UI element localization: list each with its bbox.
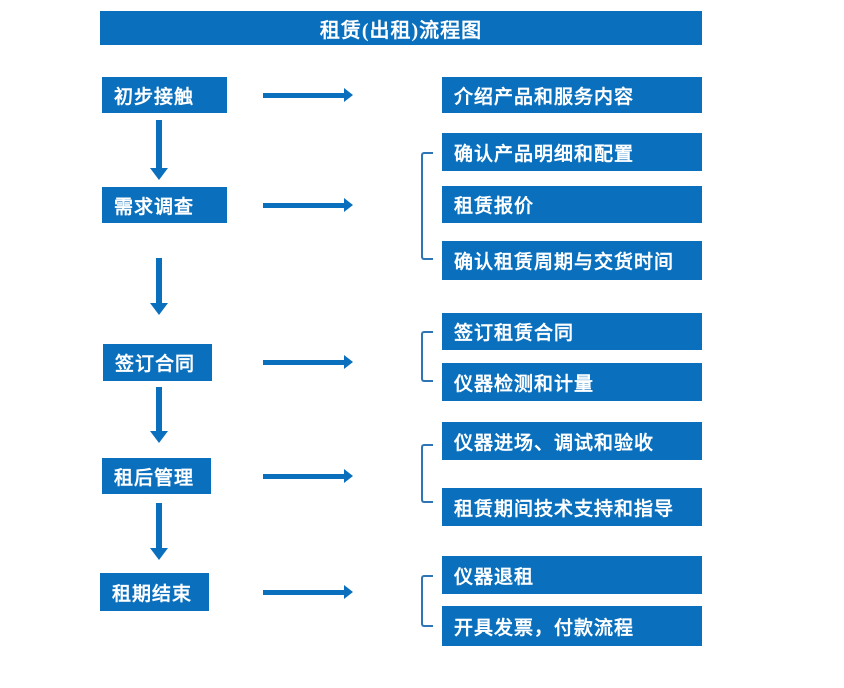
group-bracket (421, 152, 433, 260)
right-arrow-icon (263, 355, 353, 369)
down-arrow-icon (150, 120, 168, 180)
right-arrow-icon (263, 198, 353, 212)
step-box-initial-contact: 初步接触 (102, 77, 227, 113)
detail-box-introduce-products: 介绍产品和服务内容 (442, 77, 702, 113)
down-arrow-icon (150, 503, 168, 560)
detail-box-sign-rental-contract: 签订租赁合同 (442, 313, 702, 350)
detail-box-confirm-product-config: 确认产品明细和配置 (442, 133, 702, 171)
detail-box-instrument-return: 仪器退租 (442, 556, 702, 594)
detail-box-rental-quote: 租赁报价 (442, 186, 702, 223)
detail-box-confirm-period-delivery: 确认租赁周期与交货时间 (442, 241, 702, 280)
step-box-sign-contract: 签订合同 (103, 344, 212, 381)
down-arrow-icon (150, 258, 168, 315)
down-arrow-icon (150, 387, 168, 443)
detail-box-instrument-entry-acceptance: 仪器进场、调试和验收 (442, 422, 702, 460)
group-bracket (421, 444, 433, 503)
right-arrow-icon (263, 88, 353, 102)
step-box-post-rent-management: 租后管理 (102, 458, 211, 494)
group-bracket (421, 331, 433, 382)
right-arrow-icon (263, 585, 353, 599)
step-box-demand-survey: 需求调查 (102, 187, 227, 223)
flowchart-title: 租赁(出租)流程图 (100, 11, 702, 45)
detail-box-invoice-payment: 开具发票，付款流程 (442, 606, 702, 646)
right-arrow-icon (263, 469, 353, 483)
step-box-rent-end: 租期结束 (100, 573, 209, 611)
group-bracket (421, 575, 433, 627)
detail-box-instrument-test-metering: 仪器检测和计量 (442, 363, 702, 401)
detail-box-tech-support: 租赁期间技术支持和指导 (442, 488, 702, 526)
